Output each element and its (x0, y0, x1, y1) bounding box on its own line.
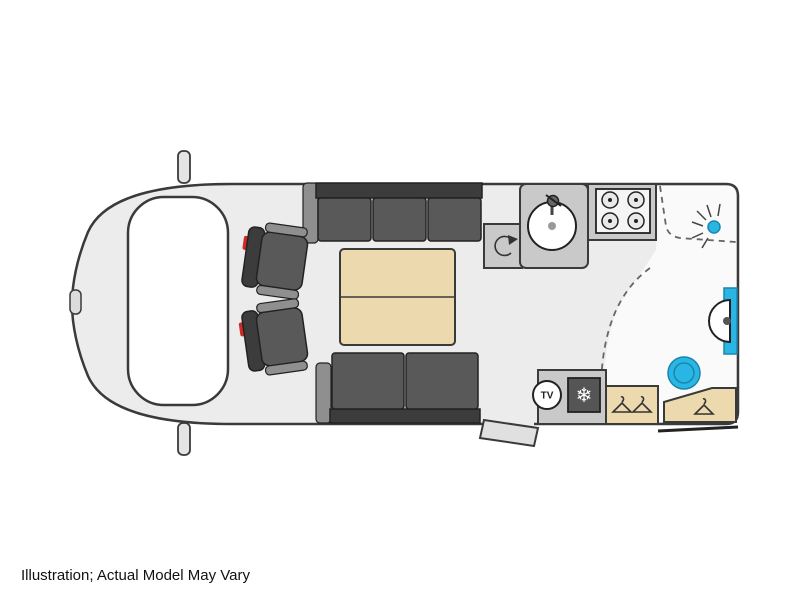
basin-tap-icon (723, 317, 731, 325)
snowflake-icon: ❄ (576, 385, 593, 407)
washroom-floor (602, 186, 736, 422)
exterior-door-line (657, 425, 739, 433)
bottom-sofa-backrest (329, 408, 481, 424)
washbasin-unit (708, 287, 738, 355)
rotate-arrow-head (508, 235, 518, 245)
toilet (667, 356, 701, 390)
cab-seat-bottom (238, 298, 309, 376)
swivel-locker (483, 223, 523, 269)
top-sofa (302, 182, 483, 244)
wardrobe-left (605, 385, 659, 425)
bottom-sofa-armrest (315, 362, 332, 424)
bottom-sofa-cushion (331, 352, 405, 410)
wardrobe-right (663, 387, 737, 423)
tap-handle (545, 194, 562, 207)
front-badge (69, 289, 82, 315)
windscreen (126, 195, 230, 407)
washroom-door-swing (600, 267, 651, 387)
washbasin (708, 298, 731, 344)
tv-label: TV (541, 391, 554, 402)
top-sofa-cushion (427, 197, 482, 242)
fridge (567, 377, 601, 413)
shower (659, 185, 737, 249)
media-fridge-unit: ❄ TV (532, 369, 607, 425)
wing-mirror-top (177, 150, 191, 184)
top-sofa-cushion (317, 197, 372, 242)
hob-burners (601, 191, 645, 230)
tv-point (532, 380, 562, 410)
top-sofa-backrest (315, 182, 483, 199)
shower-head-icon (707, 220, 721, 234)
cab-seat-top (241, 222, 309, 300)
kitchen (483, 183, 657, 269)
shower-screen-dashes (659, 185, 737, 243)
bottom-sofa (315, 352, 481, 424)
bottom-sofa-cushion (405, 352, 479, 410)
dinette-table (339, 248, 456, 346)
entrance-step (478, 418, 540, 448)
wing-mirror-bottom (177, 422, 191, 456)
rotate-arrow-icon (494, 235, 513, 257)
shower-spray-rays (691, 203, 721, 249)
top-sofa-cushion (372, 197, 427, 242)
sink-drain (548, 222, 556, 230)
caption: Illustration; Actual Model May Vary (21, 567, 250, 584)
